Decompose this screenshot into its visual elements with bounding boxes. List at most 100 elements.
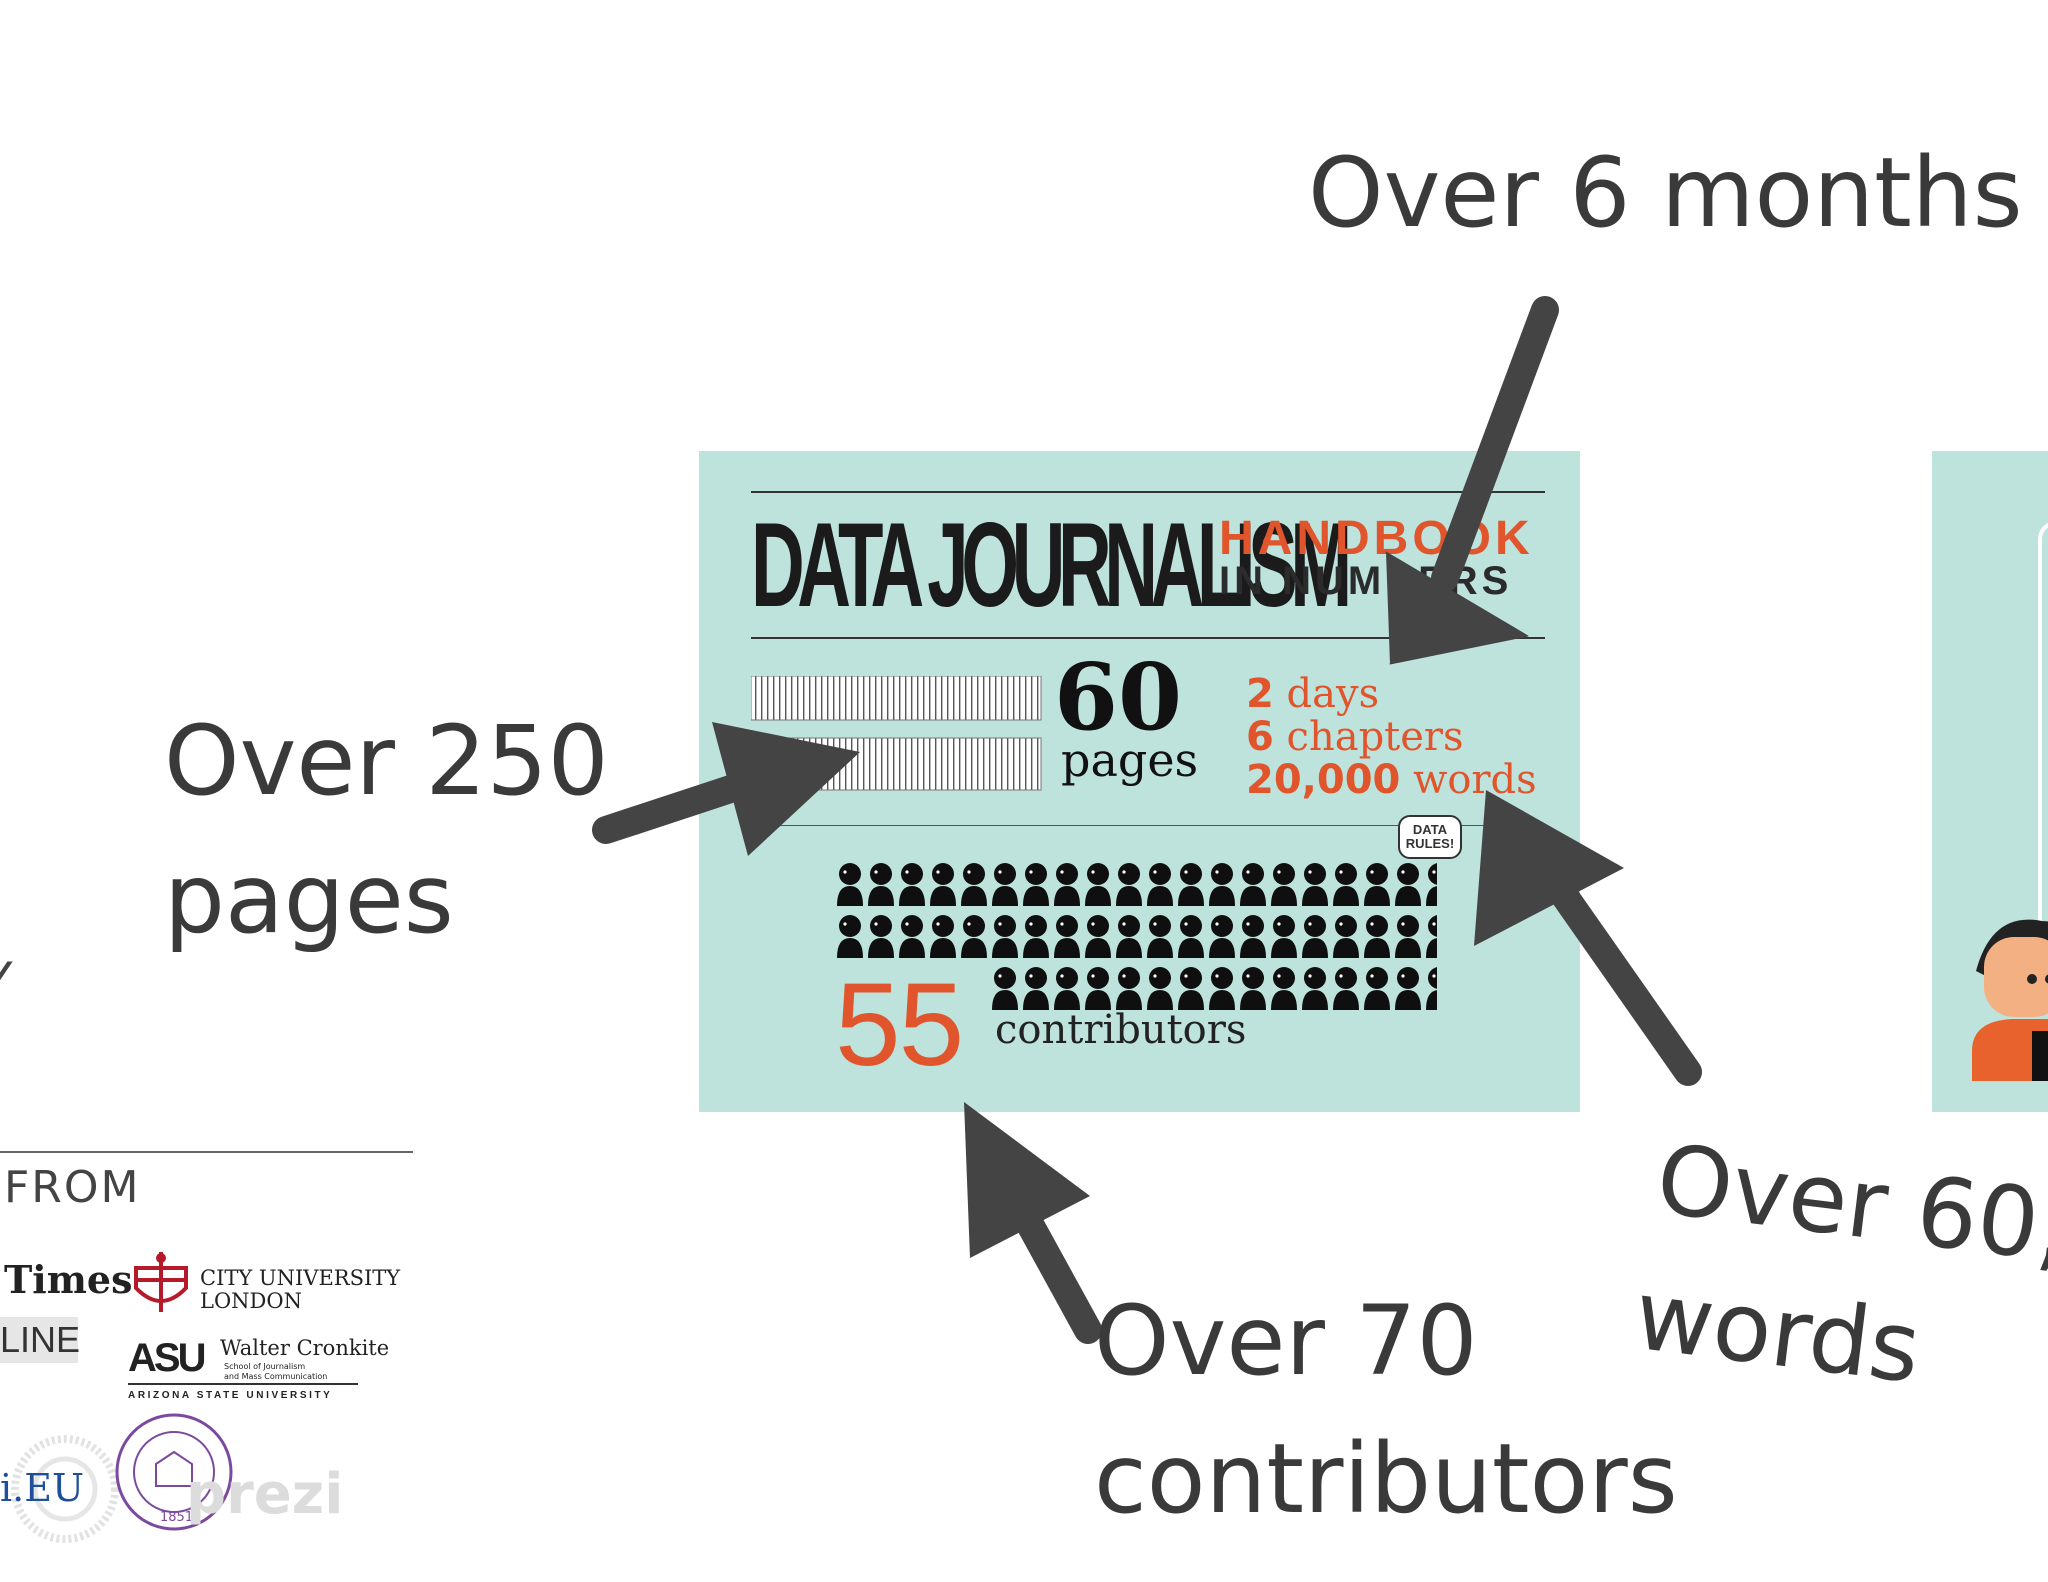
second-card-partial [1932, 451, 2048, 1112]
infographic-card: DATA JOURNALISM HANDBOOK IN NUMBERS 60 p… [699, 451, 1580, 1112]
contributor-figure [1240, 967, 1266, 1010]
contributor-figure [899, 915, 925, 958]
contributors-label: contributors [995, 1007, 1247, 1053]
contributor-figure [1147, 863, 1173, 906]
contributor-figures-icon [837, 863, 1437, 1010]
contributors-number: 55 [835, 959, 964, 1091]
contributor-figure [1333, 915, 1359, 958]
annotation-pages-line1: Over 250 [164, 705, 609, 817]
asu-divider [128, 1383, 358, 1385]
contributor-figure [1085, 967, 1111, 1010]
contributor-figure [1395, 915, 1421, 958]
contributor-figure [899, 863, 925, 906]
contributor-figure [992, 967, 1018, 1010]
contributor-figure [1240, 915, 1266, 958]
contributor-figure [992, 863, 1018, 906]
contributor-figure [1054, 863, 1080, 906]
contributor-figure [1209, 915, 1235, 958]
contributor-figure [1333, 967, 1359, 1010]
contributor-figure [1178, 915, 1204, 958]
arrow-months-icon [1385, 296, 1559, 665]
contributor-figure [1085, 863, 1111, 906]
contributor-figure [1302, 915, 1328, 958]
stat-words-value: 20,000 [1246, 757, 1401, 803]
arrow-pages-icon [592, 722, 860, 856]
asu-footer: ARIZONA STATE UNIVERSITY [128, 1390, 333, 1401]
northwestern-year: 1851 [160, 1510, 194, 1525]
contributor-figure [930, 915, 956, 958]
contributor-figure [1426, 967, 1437, 1010]
contributor-figure [1116, 915, 1142, 958]
contributor-figure [1023, 915, 1049, 958]
contributor-figure [1209, 967, 1235, 1010]
from-label: FROM [4, 1162, 141, 1213]
arrow-contributors-icon [964, 1102, 1102, 1344]
contributor-figure [1426, 863, 1437, 906]
northwestern-seal-icon [115, 1413, 233, 1531]
cronkite-line3: and Mass Communication [224, 1372, 328, 1381]
annotation-pages-line2: pages [164, 843, 454, 955]
stat-words-label: words [1400, 757, 1537, 803]
annotation-contributors-line2: contributors [1094, 1423, 1678, 1535]
line-logo-text: LINE [0, 1319, 81, 1360]
contributor-figure [1178, 967, 1204, 1010]
contributor-figure [1364, 863, 1390, 906]
fragment-letter: Y [0, 952, 13, 1010]
contributor-figure [1271, 915, 1297, 958]
contributor-figure [1302, 967, 1328, 1010]
line-logo: LINE [0, 1317, 81, 1363]
contributor-figure [1178, 863, 1204, 906]
contributor-figure [868, 863, 894, 906]
pages-label: pages [1061, 733, 1199, 787]
contributor-figure [1147, 967, 1173, 1010]
contributor-figure [961, 863, 987, 906]
stat-words: 20,000 words [1246, 760, 1537, 800]
city-university-line1: CITY UNIVERSITY [200, 1266, 401, 1290]
contributor-figure [1271, 863, 1297, 906]
pages-number: 60 [1054, 643, 1183, 751]
annotation-contributors-line1: Over 70 [1094, 1285, 1478, 1397]
stat-days: 2 days [1246, 674, 1379, 714]
prezi-watermark: prezi [186, 1462, 344, 1527]
cronkite-line2: School of Journalism [224, 1362, 306, 1371]
contributor-figure [1116, 863, 1142, 906]
contributor-figure [1395, 863, 1421, 906]
stat-chapters-label: chapters [1273, 714, 1464, 760]
contributor-figure [1240, 863, 1266, 906]
cronkite-line1: Walter Cronkite [220, 1336, 390, 1360]
contributor-figure [1054, 915, 1080, 958]
left-divider [0, 1151, 413, 1153]
contributor-figure [1147, 915, 1173, 958]
infographic-title: DATA JOURNALISM [751, 498, 1352, 632]
contributor-figure [1364, 915, 1390, 958]
contributor-figure [1271, 967, 1297, 1010]
stat-days-label: days [1273, 671, 1380, 717]
partial-logo: i.EU [0, 1466, 84, 1510]
city-university-crest-icon [134, 1252, 188, 1312]
times-logo: Times [4, 1257, 133, 1302]
faded-seal-icon [11, 1435, 119, 1543]
contributor-figure [1116, 967, 1142, 1010]
top-rule [751, 491, 1545, 493]
contributor-figure [1302, 863, 1328, 906]
contributor-figure [992, 915, 1018, 958]
stat-chapters-value: 6 [1246, 714, 1274, 760]
contributor-figure [1395, 967, 1421, 1010]
arrow-words-icon [1474, 790, 1702, 1086]
speech-bubble: DATA RULES! [1398, 815, 1462, 859]
annotation-months: Over 6 months [1308, 137, 2023, 249]
middle-rule [751, 637, 1545, 639]
contributor-figure [1333, 863, 1359, 906]
asu-logo: ASU [128, 1336, 206, 1380]
contributor-figure [1023, 967, 1049, 1010]
contributor-figure [1054, 967, 1080, 1010]
stat-chapters: 6 chapters [1246, 717, 1464, 757]
contributor-figure [1364, 967, 1390, 1010]
contributor-figure [837, 915, 863, 958]
contributor-figure [868, 915, 894, 958]
contributor-figure [1085, 915, 1111, 958]
contributor-figure [930, 863, 956, 906]
person-illustration-icon [1972, 919, 2048, 1081]
city-university-line2: LONDON [200, 1289, 302, 1313]
